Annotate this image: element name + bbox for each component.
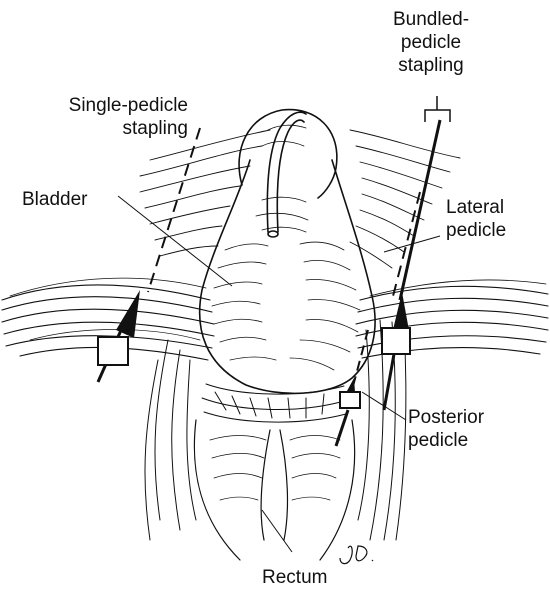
left-side-wall xyxy=(145,340,196,540)
label-bladder: Bladder xyxy=(22,188,88,211)
catheter xyxy=(267,112,306,237)
bladder-hatching xyxy=(212,125,360,370)
seminal-vesicles xyxy=(202,384,348,422)
label-rectum: Rectum xyxy=(262,566,327,589)
label-bundled-pedicle-stapling: Bundled- pedicle stapling xyxy=(376,8,486,77)
bladder-dome xyxy=(239,110,337,198)
label-lateral-pedicle: Lateral pedicle xyxy=(446,196,506,242)
bundled-bracket xyxy=(425,96,450,122)
rectum-drawing xyxy=(194,420,354,560)
label-posterior-pedicle: Posterior pedicle xyxy=(408,406,484,452)
posterior-pedicle-staple xyxy=(336,330,368,446)
bladder-outline xyxy=(200,160,375,393)
bundled-pedicle-staple xyxy=(382,120,440,410)
artist-signature xyxy=(340,546,373,564)
single-pedicle-staple xyxy=(98,128,200,382)
label-single-pedicle-stapling: Single-pedicle stapling xyxy=(8,94,188,140)
